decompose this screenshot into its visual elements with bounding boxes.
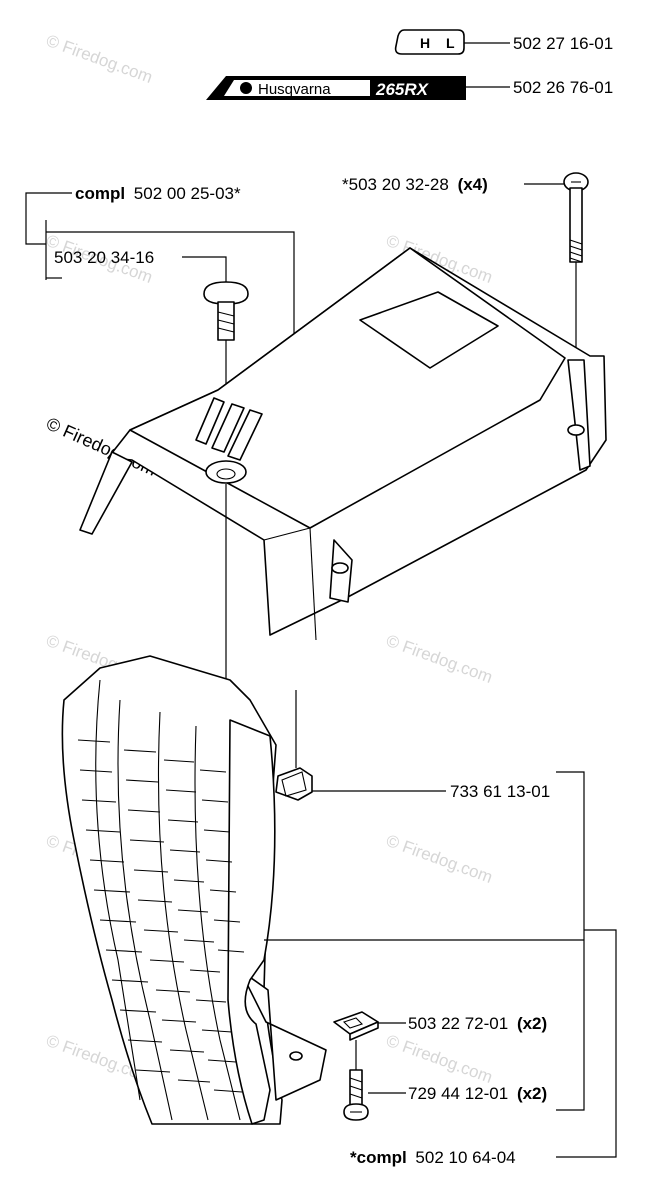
label-nut: 503 22 72-01 (x2) [408, 1014, 547, 1033]
compl-top-number: 502 00 25-03* [134, 184, 241, 203]
label-hl-decal: 502 27 16-01 [513, 34, 613, 53]
label-screw-top: *503 20 32-28 (x4) [342, 175, 488, 194]
label-rivet: 503 20 34-16 [54, 248, 154, 267]
watermark: © Firedog.com [384, 831, 495, 887]
label-clip: 733 61 13-01 [450, 782, 550, 801]
air-filter-part [61, 655, 327, 1125]
label-brand-decal: 502 26 76-01 [513, 78, 613, 97]
brand-decal-name: Husqvarna [258, 81, 331, 98]
compl-bottom-number: 502 10 64-04 [415, 1148, 515, 1167]
watermark: © Firedog.com [44, 31, 155, 87]
cylinder-cover-part [79, 247, 607, 641]
nut-number: 503 22 72-01 [408, 1014, 508, 1033]
label-compl-bottom: *compl 502 10 64-04 [350, 1148, 516, 1167]
screw-top-part [563, 172, 589, 263]
watermark: © Firedog.com [384, 631, 495, 687]
screw-bottom-qty: (x2) [517, 1084, 547, 1103]
watermark: © Firedog.com [384, 1031, 495, 1087]
compl-bottom-prefix: *compl [350, 1148, 407, 1167]
rivet-part [203, 281, 249, 341]
label-compl-top: compl 502 00 25-03* [75, 184, 241, 203]
screw-bottom-number: 729 44 12-01 [408, 1084, 508, 1103]
clip-part [275, 767, 313, 801]
compl-top-prefix: compl [75, 184, 125, 203]
label-screw-bottom: 729 44 12-01 (x2) [408, 1084, 547, 1103]
screw-top-qty: (x4) [458, 175, 488, 194]
brand-decal-model: 265RX [375, 80, 430, 99]
nut-qty: (x2) [517, 1014, 547, 1033]
husqvarna-logo-icon [240, 82, 252, 94]
brand-decal: Husqvarna 265RX [206, 76, 466, 100]
hl-decal: H L [394, 29, 465, 55]
screw-bottom-part [343, 1069, 369, 1121]
screw-top-number: *503 20 32-28 [342, 175, 449, 194]
hl-decal-text: H L [420, 35, 461, 51]
nut-part [333, 1011, 379, 1041]
